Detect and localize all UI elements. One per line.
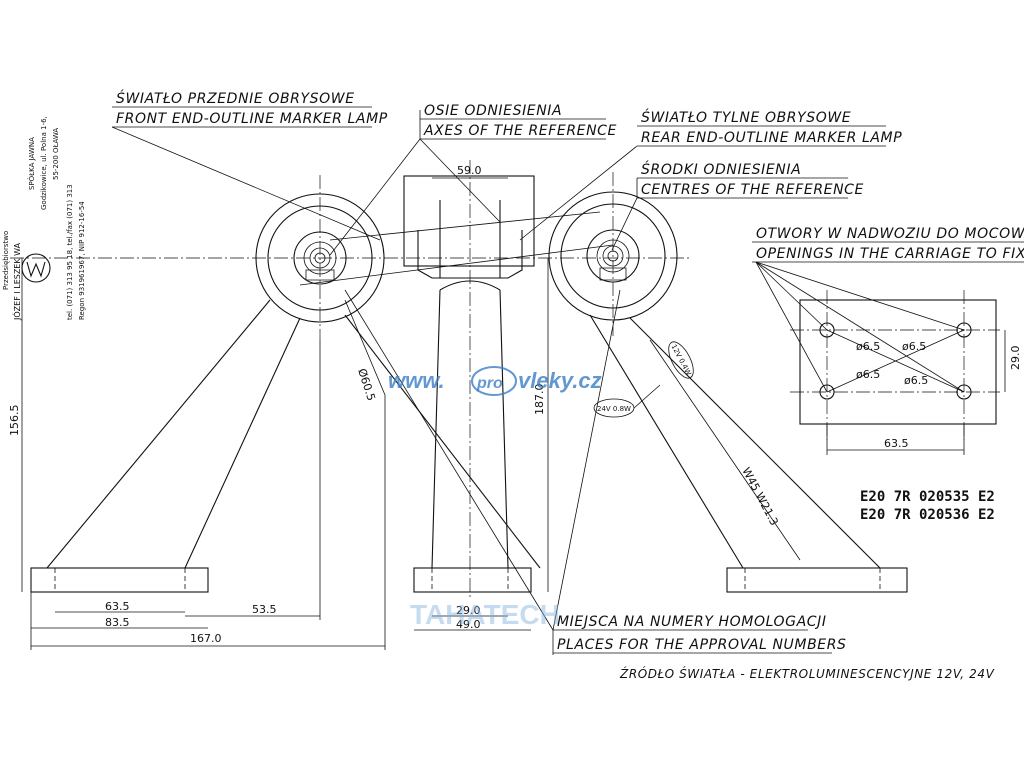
hole-label-2: ø6.5 — [902, 340, 926, 353]
watermark-brand: TAHATECH — [410, 599, 560, 630]
dim-63-5-left: 63.5 — [105, 600, 130, 613]
label-openings-en: OPENINGS IN THE CARRIAGE TO FIX — [756, 246, 1024, 262]
label-approval-en: PLACES FOR THE APPROVAL NUMBERS — [557, 637, 847, 653]
company-line-1: Przedsiębiorstwo — [2, 231, 10, 290]
company-stamp-body: JÓZEF I LESZEK WA SPÓŁKA JAWNA Godzikowi… — [11, 116, 86, 321]
company-line-7: Regon 931961967, NIP 912-16-54 — [78, 201, 86, 320]
dim-167: 167.0 — [190, 632, 222, 645]
company-line-3: SPÓŁKA JAWNA — [27, 137, 36, 190]
company-line-6: tel. (071) 313 95 18, tel./fax (071) 313 — [66, 184, 74, 320]
voltage-24v-text: 24V 0.8W — [597, 405, 631, 413]
company-line-4: Godzikowice, ul. Polna 1-6, — [40, 116, 48, 210]
voltage-12v: 12V 0.4W — [668, 341, 694, 379]
dim-29-bottom: 29.0 — [456, 604, 481, 617]
label-centres-en: CENTRES OF THE REFERENCE — [641, 182, 864, 198]
watermark-site: www. pro vleky.cz — [388, 366, 602, 396]
dim-60-5: Ø60.5 — [355, 367, 378, 403]
label-axes-pl: OSIE ODNIESIENIA — [424, 103, 562, 119]
label-rear-pl: ŚWIATŁO TYLNE OBRYSOWE — [641, 108, 851, 126]
approval-code-1: E20 7R 020535 E2 — [860, 489, 995, 505]
voltage-24v: 24V 0.8W — [593, 384, 661, 418]
label-source: ŹRÓDŁO ŚWIATŁA - ELEKTROLUMINESCENCYJNE … — [619, 666, 995, 681]
front-lamp — [30, 193, 541, 593]
dim-83-5: 83.5 — [105, 616, 130, 629]
dim-diagonal: W45 W21.3 — [739, 465, 780, 527]
dim-187: 187.0 — [533, 384, 546, 416]
side-view — [403, 175, 535, 593]
label-openings-pl: OTWORY W NADWOZIU DO MOCOWANIA — [756, 226, 1024, 242]
hole-pattern: ø6.5 ø6.5 ø6.5 ø6.5 29.0 63.5 — [755, 261, 1022, 455]
watermark-site-left: www. — [388, 368, 445, 393]
dim-59: 59.0 — [457, 164, 482, 177]
label-rear-en: REAR END-OUTLINE MARKER LAMP — [641, 130, 902, 146]
label-front-pl: ŚWIATŁO PRZEDNIE OBRYSOWE — [116, 89, 355, 107]
label-centres-pl: ŚRODKI ODNIESIENIA — [641, 160, 801, 178]
dim-156-5: 156.5 — [8, 405, 21, 437]
approval-code-2: E20 7R 020536 E2 — [860, 507, 995, 523]
company-line-2: JÓZEF I LESZEK WA — [11, 242, 22, 321]
label-approval-pl: MIEJSCA NA NUMERY HOMOLOGACJI — [557, 614, 827, 630]
company-line-5: 55-200 OŁAWA — [52, 128, 60, 180]
voltage-12v-text: 12V 0.4W — [669, 343, 692, 377]
hole-label-1: ø6.5 — [856, 340, 880, 353]
dim-29-right: 29.0 — [1009, 346, 1022, 371]
label-axes-en: AXES OF THE REFERENCE — [423, 123, 617, 139]
company-stamp: Przedsiębiorstwo — [2, 231, 10, 290]
label-front-en: FRONT END-OUTLINE MARKER LAMP — [116, 111, 388, 127]
watermark-site-right: vleky.cz — [518, 368, 602, 393]
hole-label-4: ø6.5 — [904, 374, 928, 387]
dim-49: 49.0 — [456, 618, 481, 631]
dim-53-5: 53.5 — [252, 603, 277, 616]
hole-label-3: ø6.5 — [856, 368, 880, 381]
watermark-site-mid: pro — [476, 375, 503, 392]
dim-63-5-right: 63.5 — [884, 437, 909, 450]
